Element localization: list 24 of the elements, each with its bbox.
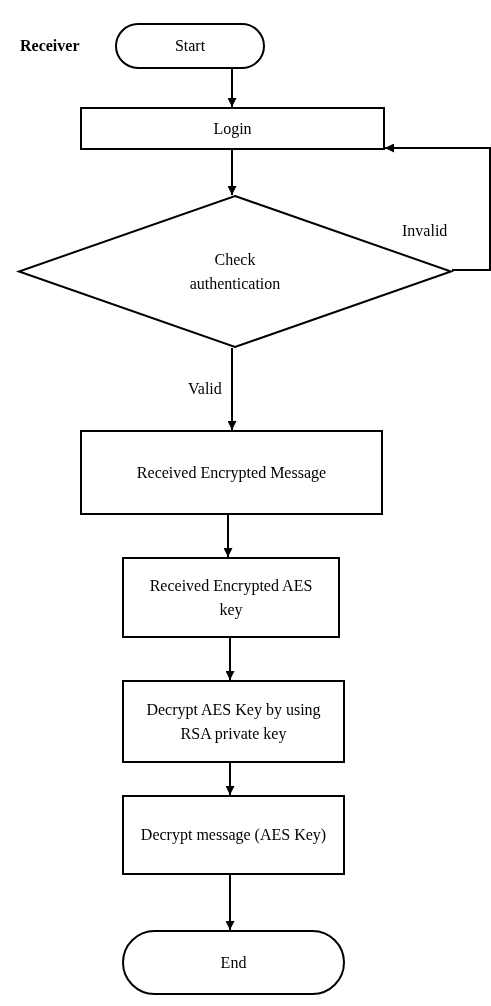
process-box [80, 430, 383, 515]
node-label: Received Encrypted Message [136, 462, 327, 484]
arrow [225, 762, 235, 796]
arrow [225, 874, 235, 931]
lane-label: Receiver [20, 37, 80, 55]
arrow [225, 637, 235, 681]
arrow [227, 149, 237, 196]
node-label: Check authentication [188, 249, 282, 294]
arrow [223, 514, 233, 558]
node-label: Start [174, 36, 206, 56]
decision-diamond [18, 195, 452, 348]
node-label: Decrypt message (AES Key) [140, 825, 327, 846]
process-box [122, 680, 345, 763]
arrow [227, 68, 237, 108]
node-label: Decrypt AES Key by using RSA private key [145, 699, 322, 745]
node-label: Received Encrypted AES key [148, 575, 314, 621]
arrow [227, 347, 237, 431]
terminal-pill [115, 23, 265, 69]
process-box [122, 557, 340, 638]
node-label: Login [213, 118, 252, 140]
process-box [80, 107, 385, 150]
node-label: End [220, 952, 247, 973]
arrow [384, 143, 491, 271]
process-box [122, 795, 345, 875]
